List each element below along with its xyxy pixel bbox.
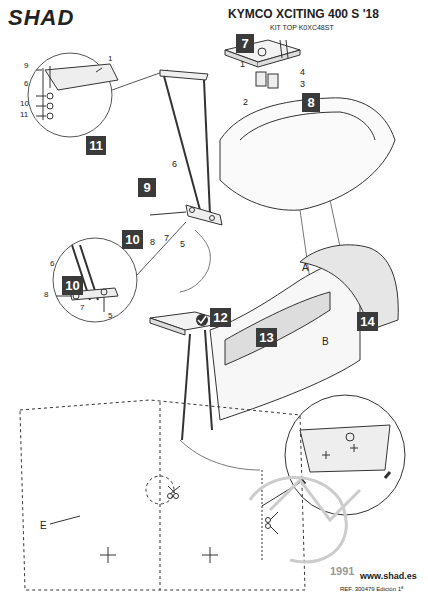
sheet-note: www.shad.es bbox=[360, 572, 417, 582]
step-number-box: 11 bbox=[86, 136, 106, 155]
sheet-note: B bbox=[322, 336, 329, 347]
step-number: 7 bbox=[241, 37, 248, 50]
callout-number: 10 bbox=[20, 100, 29, 109]
step-number-box: 10 bbox=[62, 276, 83, 295]
callout-number: 6 bbox=[24, 80, 28, 89]
step-number: 11 bbox=[89, 139, 103, 152]
step-number: 12 bbox=[213, 311, 227, 324]
callout-number: 2 bbox=[243, 98, 248, 108]
callout-number: 1 bbox=[108, 55, 112, 64]
model-heading: KIT TOP K0XC48ST bbox=[270, 24, 334, 32]
callout-number: 4 bbox=[300, 68, 305, 78]
callout-number: 7 bbox=[164, 234, 169, 244]
step-number-box: 12 bbox=[210, 308, 231, 327]
callout-number: 5 bbox=[108, 312, 112, 321]
callout-number: 8 bbox=[44, 291, 48, 300]
step-number: 14 bbox=[360, 315, 374, 328]
callout-number: 11 bbox=[20, 111, 28, 120]
step-number-box: 10 bbox=[122, 230, 143, 249]
step-number: 9 bbox=[143, 181, 150, 194]
brand-title: SHAD bbox=[8, 6, 74, 30]
step-number: 10 bbox=[125, 233, 139, 246]
sheet-note: E bbox=[40, 520, 47, 531]
step-number-box: 13 bbox=[256, 328, 277, 347]
callout-number: 6 bbox=[50, 260, 54, 269]
callout-number: 3 bbox=[300, 80, 305, 90]
callout-number: 5 bbox=[180, 240, 185, 250]
sheet-note: A bbox=[302, 262, 309, 273]
callout-number: 9 bbox=[24, 62, 28, 71]
callout-number: 7 bbox=[80, 304, 84, 313]
step-number: 8 bbox=[307, 96, 314, 109]
step-number-box: 9 bbox=[138, 178, 156, 197]
callout-number: 8 bbox=[150, 238, 155, 248]
callout-number: 6 bbox=[172, 160, 177, 170]
step-number: 10 bbox=[65, 279, 79, 292]
step-number-box: 8 bbox=[302, 93, 320, 112]
callout-number: 1 bbox=[240, 60, 245, 70]
sheet-note: 1991 bbox=[330, 565, 354, 577]
step-number: 13 bbox=[259, 331, 273, 344]
step-number-box: 14 bbox=[357, 312, 378, 331]
step-number-box: 7 bbox=[236, 34, 254, 53]
sheet-note: REF. 300479 Edición 1ª bbox=[340, 586, 403, 593]
model-heading: KYMCO XCITING 400 S '18 bbox=[228, 8, 379, 21]
